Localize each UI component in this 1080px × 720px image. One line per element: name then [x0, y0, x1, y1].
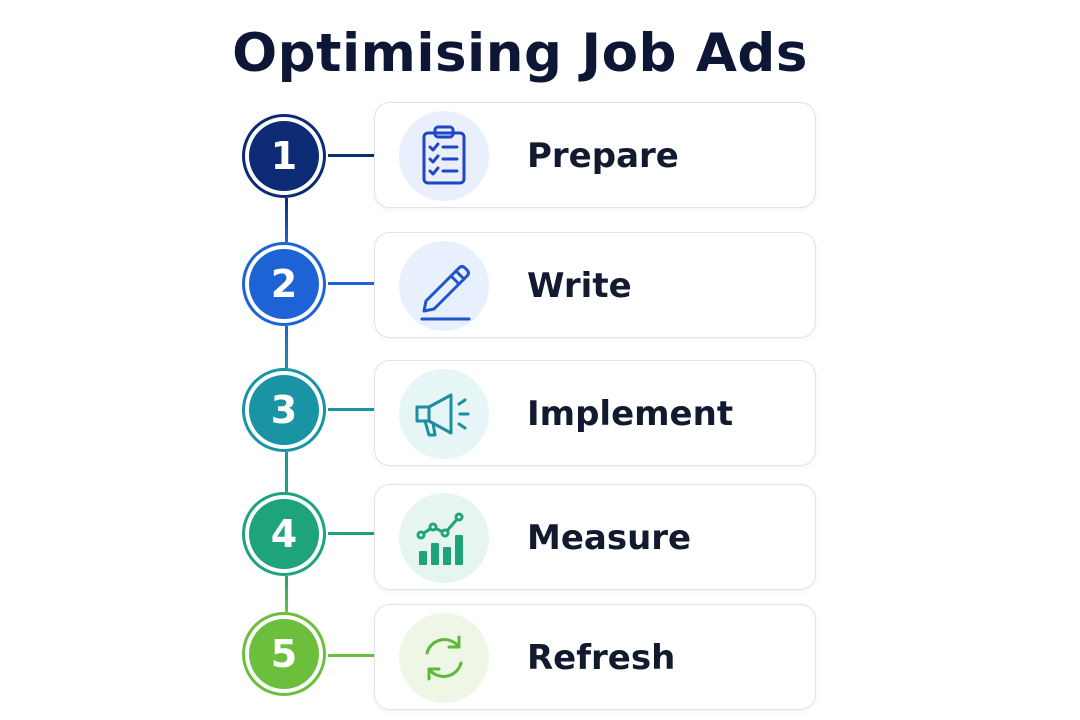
step-3-connector	[328, 408, 374, 411]
connector-line-4-5	[285, 576, 288, 612]
step-3-card: Implement	[374, 360, 816, 466]
step-5-label: Refresh	[527, 638, 676, 678]
step-4-card: Measure	[374, 484, 816, 590]
step-5-card: Refresh	[374, 604, 816, 710]
step-2-number-ring: 2	[242, 242, 326, 326]
connector-line-1-2	[285, 198, 288, 242]
step-5-number-ring: 5	[242, 612, 326, 696]
step-1-number: 1	[249, 121, 319, 191]
step-4-connector	[328, 532, 374, 535]
step-2-label: Write	[527, 266, 632, 306]
diagram-title: Optimising Job Ads	[232, 23, 808, 84]
step-1-number-ring: 1	[242, 114, 326, 198]
connector-line-2-3	[285, 326, 288, 368]
clipboard-checklist-icon	[399, 111, 489, 201]
step-4-number-ring: 4	[242, 492, 326, 576]
step-1-connector	[328, 154, 374, 157]
step-5-number: 5	[249, 619, 319, 689]
step-3-number-ring: 3	[242, 368, 326, 452]
step-4-number: 4	[249, 499, 319, 569]
growth-chart-icon	[399, 493, 489, 583]
megaphone-icon	[399, 369, 489, 459]
step-4-label: Measure	[527, 518, 692, 558]
step-1-card: Prepare	[374, 102, 816, 208]
pencil-icon	[399, 241, 489, 331]
step-5-connector	[328, 654, 374, 657]
step-2-connector	[328, 282, 374, 285]
step-3-label: Implement	[527, 394, 734, 434]
step-2-card: Write	[374, 232, 816, 338]
step-1-label: Prepare	[527, 136, 679, 176]
step-2-number: 2	[249, 249, 319, 319]
refresh-arrows-icon	[399, 613, 489, 703]
connector-line-3-4	[285, 452, 288, 492]
step-3-number: 3	[249, 375, 319, 445]
